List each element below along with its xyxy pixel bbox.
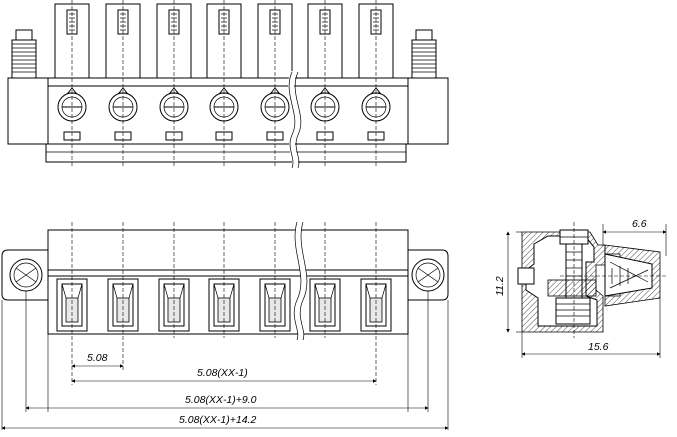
dim-side-width: 15.6 (588, 341, 609, 353)
top-pole-5 (257, 3, 293, 141)
top-pole-6 (307, 3, 343, 141)
dim-side-height: 11.2 (494, 276, 506, 296)
right-screw-stack (411, 29, 437, 79)
top-pole-7 (358, 3, 394, 141)
front-pole-4 (208, 278, 240, 332)
front-pole-5 (259, 278, 291, 332)
front-dimensions: 5.08 5.08(XX-1) 5.08(XX-1)+9.0 5.08(XX-1… (1, 291, 449, 430)
top-view (7, 0, 449, 170)
front-pole-1 (56, 278, 88, 332)
front-pole-7 (360, 278, 392, 332)
top-pole-1 (54, 3, 90, 141)
break-line-top (288, 70, 300, 170)
left-screw-stack (11, 29, 37, 79)
dim-pitch-total: 5.08(XX-1) (197, 367, 248, 379)
break-line-front (293, 221, 302, 341)
dim-pitch: 5.08 (87, 352, 108, 364)
front-pole-3 (158, 278, 190, 332)
front-view (1, 221, 449, 385)
front-pole-6 (309, 278, 341, 332)
dim-overall-length: 5.08(XX-1)+14.2 (179, 414, 257, 426)
top-poles (54, 3, 394, 141)
top-pole-3 (156, 3, 192, 141)
front-pole-2 (107, 278, 139, 332)
dim-side-depth: 6.6 (632, 218, 647, 230)
side-section-view: 11.2 6.6 15.6 (494, 218, 667, 358)
top-pole-4 (206, 3, 242, 141)
dim-body-length: 5.08(XX-1)+9.0 (185, 394, 257, 406)
